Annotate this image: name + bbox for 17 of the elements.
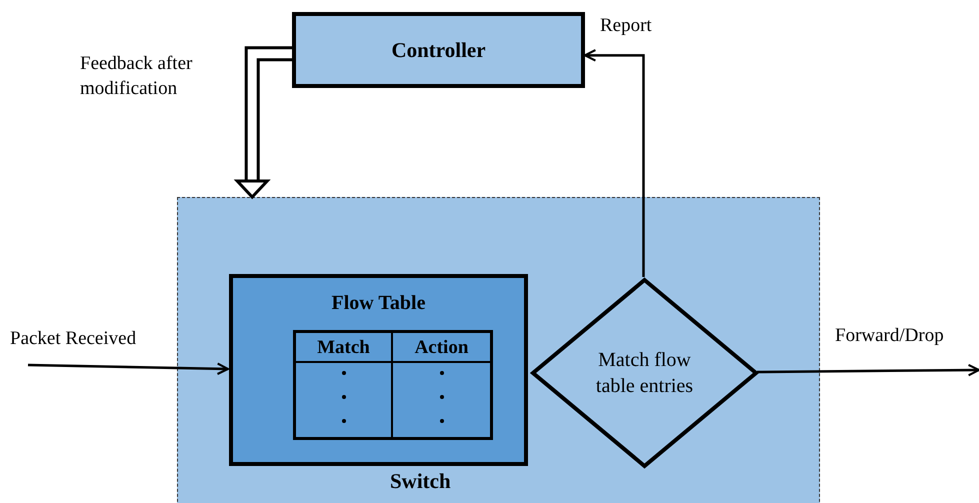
arrow bbox=[28, 362, 230, 376]
hollow-arrow bbox=[234, 46, 292, 200]
decision-text: Match flow table entries bbox=[594, 348, 694, 399]
flow-table-box bbox=[229, 274, 528, 466]
box-title: Flow Table bbox=[330, 292, 426, 315]
arrow bbox=[584, 49, 645, 277]
arrow bbox=[756, 364, 979, 376]
edge-label: Feedback after modification bbox=[80, 52, 194, 101]
region-title: Switch bbox=[390, 469, 451, 494]
edge-label: Report bbox=[600, 14, 653, 38]
edge-label: Packet Received bbox=[10, 327, 138, 351]
table-grid bbox=[293, 330, 493, 440]
controller-box: Controller bbox=[292, 12, 585, 88]
column-header: Match bbox=[296, 333, 393, 363]
column-header: Action bbox=[393, 333, 490, 363]
edge-label: Forward/Drop bbox=[835, 324, 945, 348]
switch-region bbox=[177, 197, 820, 503]
